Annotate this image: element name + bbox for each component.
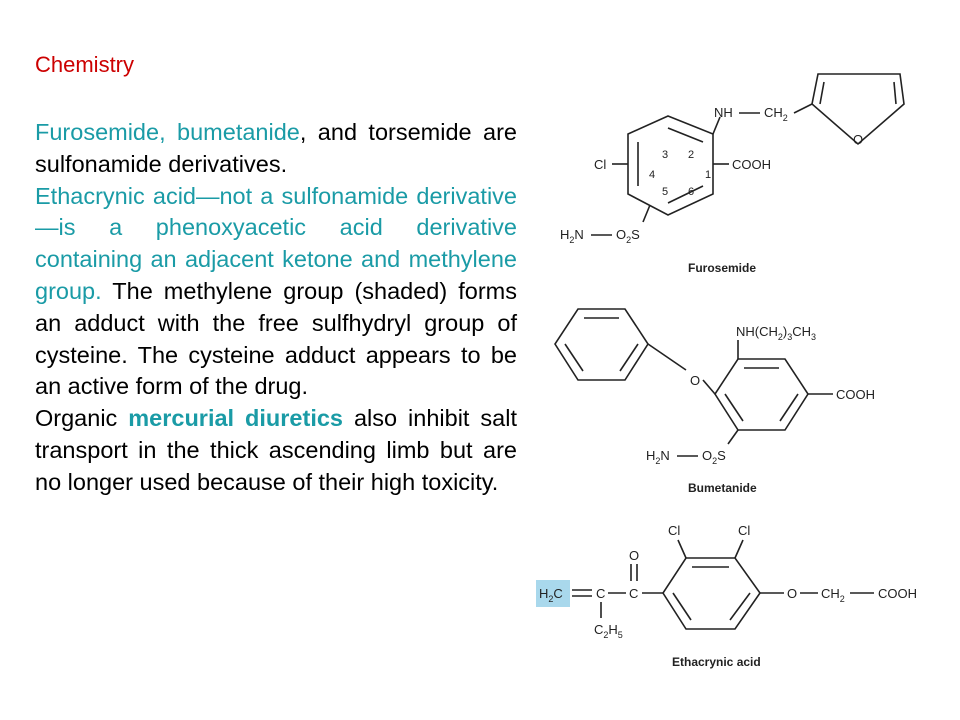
ring-number: 2 [688, 149, 694, 161]
furan-oxygen-label: O [853, 132, 863, 147]
ring-number: 6 [688, 186, 694, 198]
furosemide-ring [627, 115, 714, 216]
phenoxy-ring [554, 308, 649, 381]
ethacrynic-name: Ethacrynic acid [672, 655, 761, 669]
methylene-shade [536, 580, 570, 607]
mercurial-term: mercurial diuretics [128, 405, 343, 432]
ethacrynic-description: Ethacrynic acid—not a sulfonamide deriva… [35, 182, 517, 304]
cl1-label: Cl [668, 523, 680, 538]
bumetanide-term: bumetanide [177, 119, 300, 145]
h2n-label: H2N [646, 448, 670, 466]
cooh-label: COOH [732, 157, 771, 172]
slide-heading: Chemistry [35, 52, 135, 77]
c1-label: C [596, 586, 605, 601]
ring-bond [667, 127, 704, 143]
h2n-label: H2N [560, 227, 584, 245]
bond [647, 343, 687, 371]
c2-label: C [629, 586, 638, 601]
furan-ring [811, 73, 905, 146]
o-label: O [690, 373, 700, 388]
bumetanide-structure: O NH(CH2)3CH3 COOH H2N O2S Bumetanide [554, 308, 875, 495]
ring-bond [619, 343, 639, 372]
ring-number: 1 [705, 169, 711, 181]
butylamino-label: NH(CH2)3CH3 [736, 324, 816, 342]
ch2-label: CH2 [821, 586, 845, 604]
furan-bond [819, 81, 825, 105]
ring-number: 3 [662, 149, 668, 161]
ring-bond [779, 393, 799, 422]
bond [642, 204, 651, 223]
ether-oxygen-label: O [787, 586, 797, 601]
bond [677, 539, 687, 559]
paragraph-sulfonamides: Furosemide, bumetanide, and torsemide ar… [35, 117, 517, 181]
ring-bond [724, 393, 744, 422]
cooh-label: COOH [878, 586, 917, 601]
ring-number: 4 [649, 169, 655, 181]
ring-bond [672, 592, 692, 621]
bond [734, 539, 744, 559]
structures-figure: 3 2 4 1 5 6 NH CH2 O Cl COOH H2N O2S Fur… [528, 62, 958, 682]
paragraph-ethacrynic: Ethacrynic acid—not a sulfonamide deriva… [35, 181, 517, 404]
bond [793, 103, 813, 114]
ethacrynic-ring [662, 557, 761, 630]
spacer-text [166, 119, 177, 145]
bond [727, 429, 739, 445]
bumetanide-name: Bumetanide [688, 481, 757, 495]
nh-label: NH [714, 105, 733, 120]
body-text: Furosemide, bumetanide, and torsemide ar… [35, 117, 517, 499]
bond [712, 116, 721, 135]
furosemide-structure: 3 2 4 1 5 6 NH CH2 O Cl COOH H2N O2S Fur… [560, 73, 905, 275]
organic-text: Organic [35, 405, 129, 432]
o2s-label: O2S [702, 448, 726, 466]
furosemide-term: Furosemide, [35, 119, 166, 145]
o2s-label: O2S [616, 227, 640, 245]
ch2-label: CH2 [764, 105, 788, 123]
ring-bond [564, 343, 584, 372]
furan-bond [893, 81, 897, 105]
ethacrynic-structure: H2C C C O C2H5 Cl Cl O CH2 COOH Ethacryn… [536, 523, 917, 669]
methylene-text: The methylene group (shaded) forms an ad… [35, 277, 517, 400]
sulfonamide-text: , and torsemide are sulfonamide derivati… [35, 119, 517, 177]
bumetanide-ring [714, 358, 809, 431]
ring-bond [667, 185, 704, 204]
keto-oxygen-label: O [629, 548, 639, 563]
ethyl-label: C2H5 [594, 622, 623, 640]
mercurial-rest-text: also inhibit salt transport in the thick… [35, 405, 517, 495]
cooh-label: COOH [836, 387, 875, 402]
paragraph-mercurial: Organic mercurial diuretics also inhibit… [35, 403, 517, 498]
h2c-label: H2C [539, 586, 563, 604]
bond [702, 379, 716, 395]
furosemide-name: Furosemide [688, 261, 756, 275]
chemical-structures-svg: 3 2 4 1 5 6 NH CH2 O Cl COOH H2N O2S Fur… [536, 73, 917, 669]
cl2-label: Cl [738, 523, 750, 538]
ring-number: 5 [662, 186, 668, 198]
ring-bond [729, 592, 751, 621]
cl-label: Cl [594, 157, 606, 172]
